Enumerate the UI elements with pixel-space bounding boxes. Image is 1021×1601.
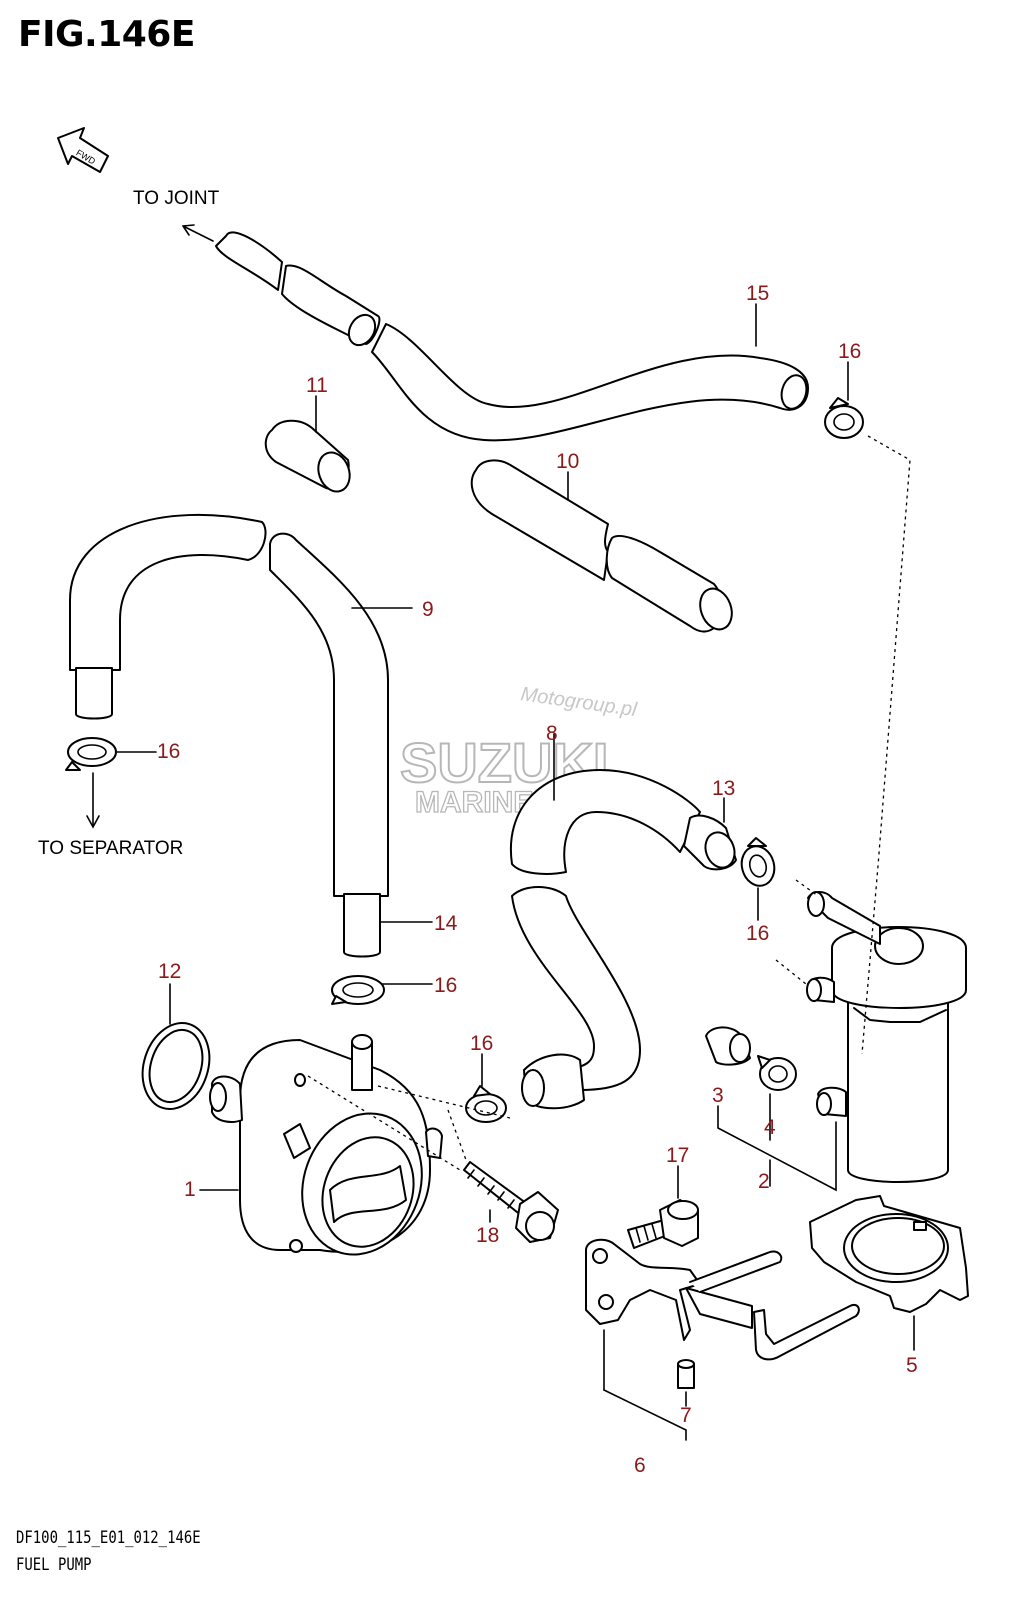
hose-9 bbox=[69, 513, 389, 958]
callout-2: 2 bbox=[758, 1170, 770, 1193]
o-ring-12 bbox=[141, 1022, 211, 1110]
callout-17: 17 bbox=[666, 1144, 689, 1167]
to-separator-label: TO SEPARATOR bbox=[38, 838, 184, 859]
callout-13: 13 bbox=[712, 777, 735, 800]
callout-15: 15 bbox=[746, 282, 769, 305]
hose-15 bbox=[215, 231, 809, 442]
clamp-16-center bbox=[331, 975, 385, 1005]
clamp-16-lower bbox=[465, 1085, 507, 1123]
callout-1: 1 bbox=[184, 1178, 196, 1201]
bolt-17 bbox=[627, 1199, 699, 1249]
pipe-11 bbox=[264, 419, 351, 493]
figure-name: FUEL PUMP bbox=[16, 1555, 92, 1575]
callout-16d: 16 bbox=[434, 974, 457, 997]
callouts: 15 16 11 10 9 16 8 13 16 14 16 12 16 3 4… bbox=[157, 282, 918, 1477]
cap-3 bbox=[705, 1026, 751, 1066]
to-joint-label: TO JOINT bbox=[133, 188, 220, 209]
callout-16a: 16 bbox=[838, 340, 861, 363]
callout-14: 14 bbox=[434, 912, 458, 935]
callout-11: 11 bbox=[306, 374, 328, 397]
clamp-16-left bbox=[65, 737, 117, 771]
pipe-13 bbox=[683, 814, 737, 871]
to-separator-arrowhead-icon bbox=[86, 815, 100, 829]
fuel-filter-2 bbox=[806, 891, 967, 1183]
hose-10 bbox=[470, 459, 733, 633]
callout-4: 4 bbox=[764, 1116, 776, 1139]
callout-10: 10 bbox=[556, 450, 579, 473]
clamp-bracket-5 bbox=[809, 1195, 969, 1313]
fuel-pump-1 bbox=[209, 1034, 443, 1256]
callout-6: 6 bbox=[634, 1454, 646, 1477]
to-joint-arrow-icon bbox=[182, 225, 214, 242]
clamp-16-right bbox=[740, 837, 776, 887]
callout-8: 8 bbox=[546, 722, 558, 745]
bracket-6 bbox=[585, 1238, 860, 1361]
clamp-16-top bbox=[824, 397, 864, 439]
watermark-site: Motogroup.pl bbox=[519, 683, 638, 721]
callout-16e: 16 bbox=[470, 1032, 493, 1055]
hose-8 bbox=[509, 769, 701, 1110]
callout-3: 3 bbox=[712, 1084, 724, 1107]
callout-18: 18 bbox=[476, 1224, 499, 1247]
callout-7: 7 bbox=[680, 1404, 692, 1427]
figure-title: FIG.146E bbox=[18, 14, 195, 55]
callout-5: 5 bbox=[906, 1354, 918, 1377]
callout-12: 12 bbox=[158, 960, 181, 983]
collar-7 bbox=[677, 1359, 695, 1389]
fwd-arrow-icon: FWD bbox=[57, 127, 109, 173]
to-joint-arrowhead-icon bbox=[182, 224, 195, 236]
bolt-18 bbox=[463, 1161, 559, 1243]
leader-lines bbox=[115, 303, 915, 1441]
callout-16c: 16 bbox=[746, 922, 769, 945]
callout-16b: 16 bbox=[157, 740, 180, 763]
figure-code: DF100_115_E01_012_146E bbox=[16, 1528, 201, 1548]
callout-9: 9 bbox=[422, 598, 434, 621]
clamp-4 bbox=[757, 1055, 797, 1091]
